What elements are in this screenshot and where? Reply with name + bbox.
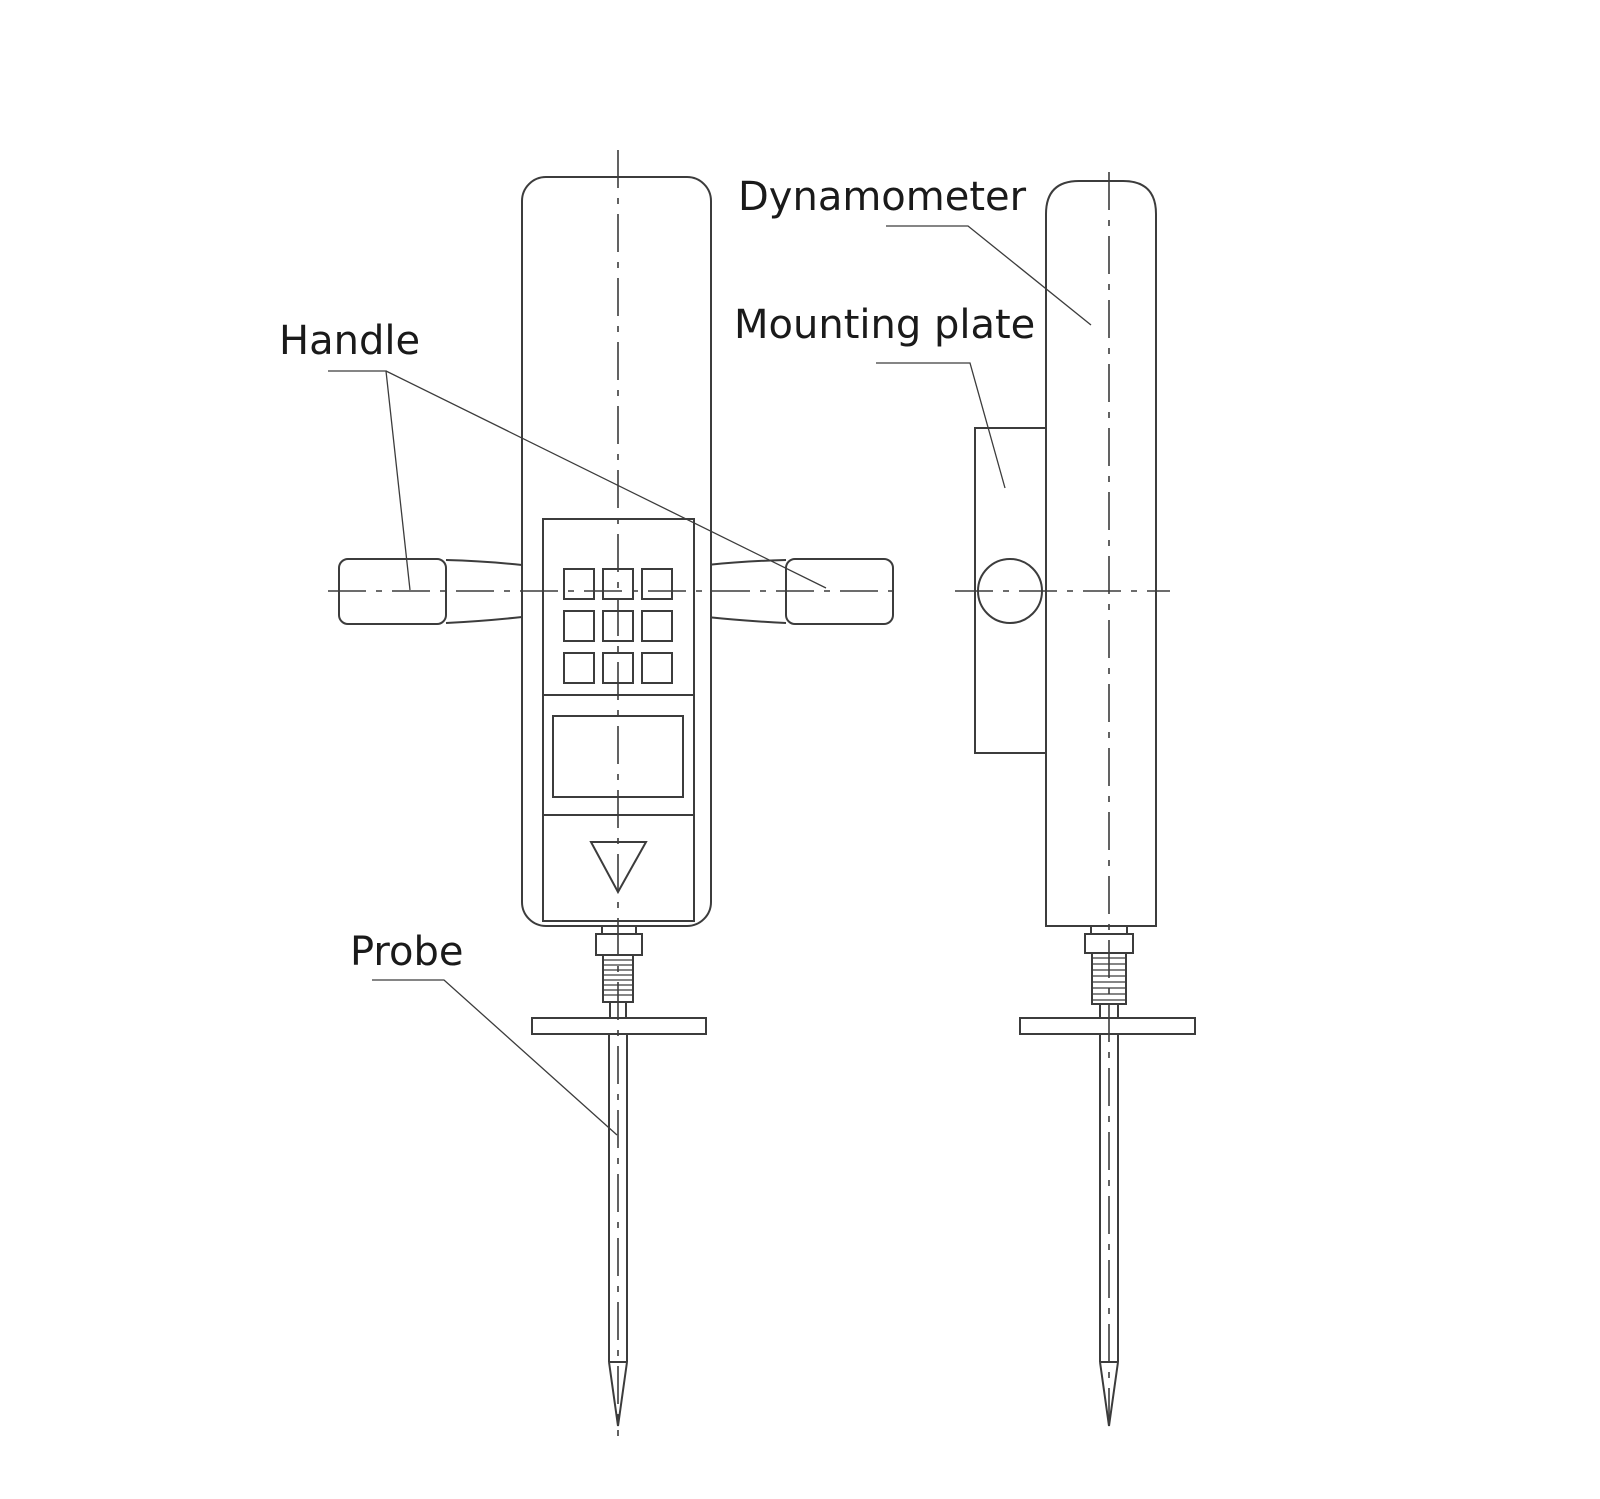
front-probe [608, 1034, 628, 1427]
label-mounting-plate: Mounting plate [734, 302, 1035, 348]
right-handle-neck [706, 559, 787, 624]
left-handle-neck [445, 559, 523, 624]
keypad [563, 568, 673, 684]
key [563, 652, 595, 684]
key [641, 610, 673, 642]
front-connector [595, 925, 643, 1019]
front-dynamometer-body [521, 176, 712, 927]
probe-leader [372, 979, 618, 1136]
leader-lines [328, 225, 1092, 1136]
dynamometer-leader [886, 225, 1092, 326]
key [563, 610, 595, 642]
side-dynamometer-body [1045, 180, 1157, 927]
side-view [955, 172, 1196, 1432]
side-flange [1019, 1017, 1196, 1035]
connector-collar [601, 925, 637, 935]
front-left-handle [338, 558, 523, 625]
labels: Dynamometer Mounting plate Handle Probe [279, 174, 1035, 975]
key [641, 652, 673, 684]
handle-leader-left [328, 370, 411, 591]
label-probe: Probe [350, 929, 463, 975]
key [641, 568, 673, 600]
connector-nut [595, 933, 643, 956]
handle-leader-right [385, 370, 827, 589]
label-handle: Handle [279, 318, 420, 364]
front-probe-tip [608, 1361, 628, 1427]
key [563, 568, 595, 600]
label-dynamometer: Dynamometer [738, 174, 1027, 220]
front-flange [531, 1017, 707, 1035]
mounting-plate-leader [876, 362, 1006, 489]
front-view [328, 150, 902, 1436]
